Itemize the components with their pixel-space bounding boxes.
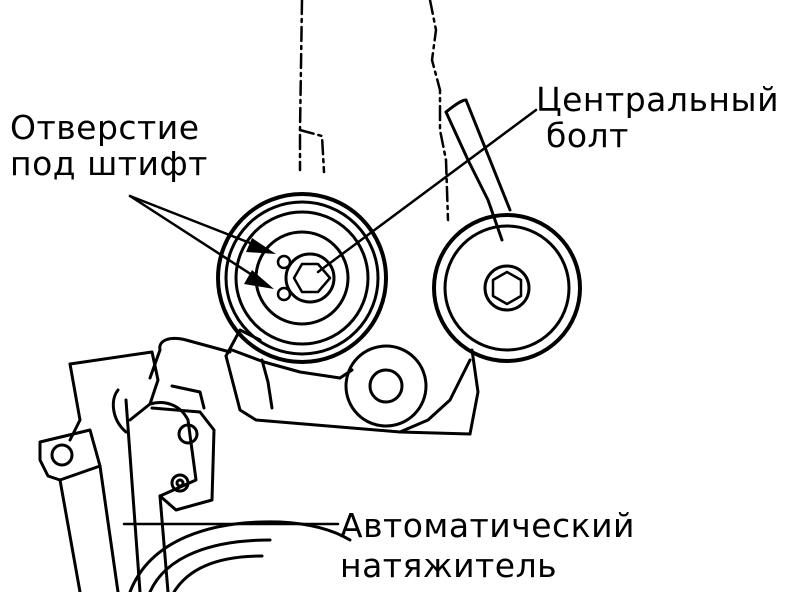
- tensioner-housing: [148, 328, 480, 436]
- tensioner-pulley: [216, 192, 388, 364]
- engine-outline: [298, 0, 450, 222]
- pin-arrow-lower: [244, 270, 274, 289]
- pin-hole-label-line1: Отверстие: [10, 108, 200, 147]
- pivot-roller: [344, 344, 428, 428]
- pin-leader-upper: [128, 194, 270, 252]
- pin-leader-lower: [128, 194, 268, 286]
- lower-pulley: [128, 520, 352, 592]
- pin-hole-lower: [276, 286, 292, 302]
- arrowheads: [244, 238, 276, 289]
- auto-tensioner-label-line2: натяжитель: [340, 546, 558, 585]
- leader-lines: [122, 108, 538, 526]
- auto-tensioner-label-line1: Автоматический: [340, 506, 635, 545]
- pin-hole-upper: [276, 254, 292, 270]
- center-bolt-label-line2: болт: [546, 116, 629, 155]
- center-bolt-label-line1: Центральный: [536, 80, 780, 119]
- bracket-arm: [444, 98, 512, 242]
- bolt-leader: [316, 108, 538, 274]
- pin-arrow-upper: [246, 238, 276, 254]
- auto-tensioner-body: [38, 350, 216, 592]
- pin-hole-label-line2: под штифт: [10, 144, 208, 183]
- idler-pulley: [432, 213, 582, 363]
